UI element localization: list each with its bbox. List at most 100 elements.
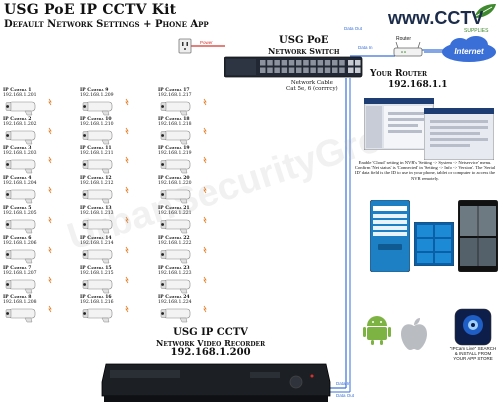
bullet-camera-icon [5,219,36,234]
poe-bolt-icon [203,246,207,254]
camera-ip: 192.168.1.204 [3,181,37,187]
camera-name: IP Camera 4 [3,176,32,181]
uplink-port [355,60,361,66]
uplink-port [355,67,361,73]
poe-bolt-icon [203,276,207,284]
camera-name: IP Camera 3 [3,146,32,151]
bullet-camera-icon [5,308,36,323]
phone-app-grid-screenshot [414,222,454,266]
switch-port [339,67,345,73]
bullet-camera-icon [5,279,36,294]
switch-port [296,67,302,73]
camera-ip: 192.168.1.202 [3,122,37,128]
camera-name: IP Camera 16 [80,295,112,300]
camera-ip: 192.168.1.209 [80,93,114,99]
switch-port [281,67,288,73]
camera-ip: 192.168.1.201 [3,93,37,99]
camera-ip: 192.168.1.216 [80,300,114,306]
camera-name: IP Camera 21 [158,206,190,211]
poe-bolt-icon [125,98,129,106]
poe-bolt-icon [125,305,129,313]
data-in-label: Data In [358,45,373,50]
power-plug-icon [178,38,192,54]
poe-bolt-icon [203,98,207,106]
poe-switch-device [224,56,363,78]
camera-ip: 192.168.1.224 [158,300,192,306]
poe-bolt-icon [125,186,129,194]
internet-cloud-icon: Internet [442,36,496,62]
camera-ip: 192.168.1.222 [158,241,192,247]
camera-name: IP Camera 15 [80,266,112,271]
bullet-camera-icon [82,249,113,264]
brand-sub: SUPPLIES [464,28,489,34]
bullet-camera-icon [160,189,191,204]
switch-port [303,67,309,73]
poe-bolt-icon [125,127,129,135]
camera-name: IP Camera 5 [3,206,32,211]
data-out-label: Data Out [344,26,363,31]
switch-port [310,60,316,66]
switch-port [260,67,266,73]
camera-ip: 192.168.1.214 [80,241,114,247]
switch-port [274,67,280,73]
poe-bolt-icon [48,305,52,313]
switch-port [310,67,316,73]
camera-name: IP Camera 23 [158,266,190,271]
bullet-camera-icon [160,159,191,174]
camera-ip: 192.168.1.205 [3,211,37,217]
poe-bolt-icon [203,216,207,224]
bullet-camera-icon [160,130,191,145]
poe-bolt-icon [48,186,52,194]
switch-port [296,60,302,66]
switch-port [260,60,266,66]
ipcam-live-app-icon [454,308,492,346]
poe-bolt-icon [125,246,129,254]
bullet-camera-icon [5,101,36,116]
switch-port [288,67,295,73]
nvr-data-in-label: Data In [336,381,351,386]
poe-bolt-icon [125,156,129,164]
instructions-note: Enable 'Cloud' setting in NVR's 'Setting… [354,160,496,181]
poe-bolt-icon [125,216,129,224]
bullet-camera-icon [160,308,191,323]
uplink-port [348,67,354,73]
bullet-camera-icon [82,159,113,174]
bullet-camera-icon [5,130,36,145]
camera-ip: 192.168.1.212 [80,181,114,187]
app-store-note: "IPCam Live" SEARCH & INSTALL FROM YOUR … [449,346,497,362]
switch-port [267,67,273,73]
poe-bolt-icon [203,186,207,194]
camera-name: IP Camera 17 [158,88,190,93]
switch-port [274,60,280,66]
camera-ip: 192.168.1.217 [158,93,192,99]
router-device [393,42,423,57]
camera-ip: 192.168.1.215 [80,271,114,277]
poe-bolt-icon [48,216,52,224]
camera-ip: 192.168.1.219 [158,151,192,157]
nvr-info-screenshot [424,108,494,160]
phone-live-view-screenshot [458,200,498,272]
uplink-port [348,60,354,66]
camera-name: IP Camera 7 [3,266,32,271]
camera-name: IP Camera 1 [3,88,32,93]
switch-port [324,60,331,66]
nvr-title: USG IP CCTV Network Video Recorder 192.1… [156,327,266,358]
bullet-camera-icon [160,279,191,294]
poe-bolt-icon [203,127,207,135]
switch-port [281,60,288,66]
camera-name: IP Camera 6 [3,236,32,241]
switch-port [339,60,345,66]
camera-ip: 192.168.1.208 [3,300,37,306]
apple-icon [401,318,427,350]
